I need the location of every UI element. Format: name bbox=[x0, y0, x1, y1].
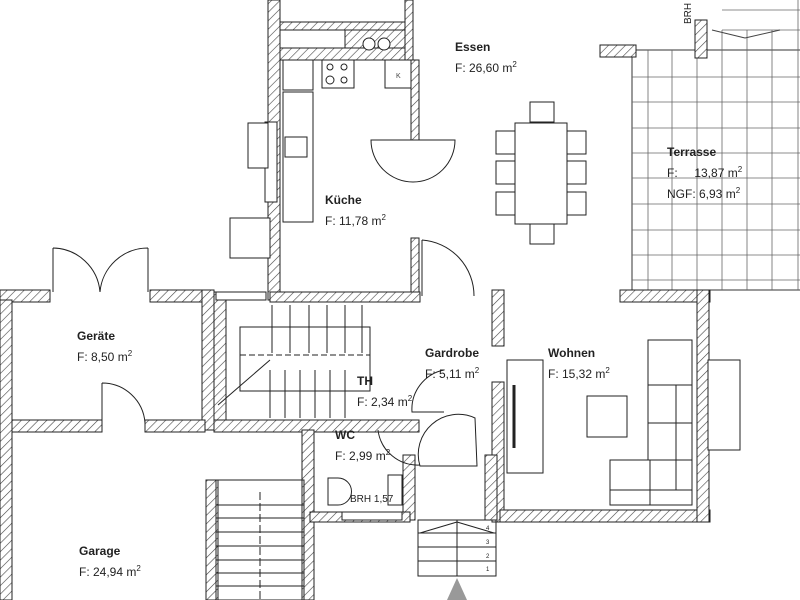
living-room-furniture bbox=[506, 339, 693, 506]
room-essen: Essen F: 26,60 m2 bbox=[455, 40, 517, 75]
room-geraete: Geräte F: 8,50 m2 bbox=[77, 329, 133, 364]
room-wc: WC F: 2,99 m2 bbox=[335, 428, 391, 463]
stair-number-4: 4 bbox=[486, 526, 490, 532]
brh-top-label: BRH bbox=[683, 2, 694, 24]
room-wohnen: Wohnen F: 15,32 m2 bbox=[548, 346, 610, 381]
svg-text:K: K bbox=[396, 73, 401, 80]
stair-number-2: 2 bbox=[486, 554, 490, 560]
entrance-arrow bbox=[447, 578, 467, 600]
stair-number-1: 1 bbox=[486, 567, 490, 573]
staircase bbox=[215, 305, 497, 600]
dining-table bbox=[495, 101, 587, 245]
room-th: TH F: 2,34 m2 bbox=[357, 374, 413, 409]
room-garage: Garage F: 24,94 m2 bbox=[79, 544, 141, 579]
brh-wc-label: BRH 1,57 bbox=[350, 494, 394, 505]
wc-fixtures bbox=[215, 291, 403, 521]
room-terrasse: Terrasse F: 13,87 m2 NGF: 6,93 m2 bbox=[667, 145, 743, 201]
walls bbox=[0, 0, 741, 600]
doors bbox=[52, 139, 478, 467]
terrace-tiles bbox=[631, 0, 800, 291]
stair-number-3: 3 bbox=[486, 540, 490, 546]
room-kueche: Küche F: 11,78 m2 bbox=[325, 193, 386, 228]
room-gardrobe: Gardrobe F: 5,11 m2 bbox=[425, 346, 480, 381]
kitchen-fixtures: K bbox=[229, 37, 412, 259]
